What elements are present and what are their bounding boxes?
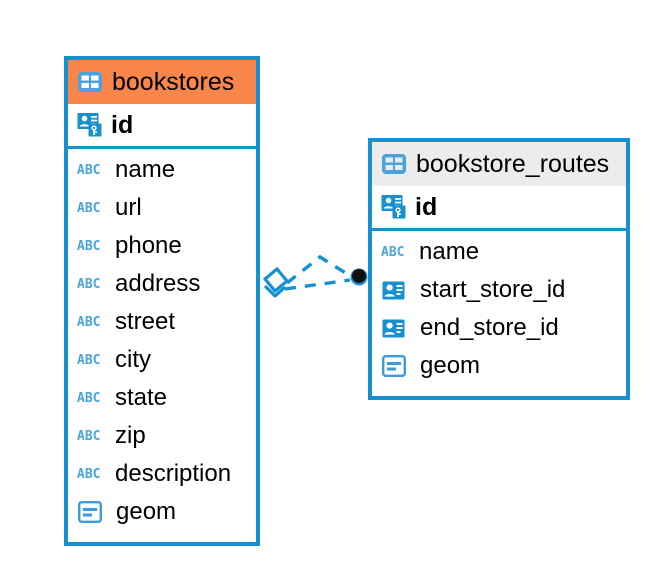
text-abc-icon: ABC: [77, 352, 101, 368]
field-row[interactable]: ABC description: [68, 455, 256, 493]
text-abc-icon: ABC: [77, 314, 101, 330]
geometry-icon: [77, 501, 108, 523]
text-abc-icon: ABC: [77, 238, 101, 254]
field-label: url: [115, 194, 142, 221]
diamond-endpoint[interactable]: [263, 267, 289, 298]
foreign-key-icon: [381, 319, 412, 338]
primary-key-icon: [381, 194, 407, 220]
text-abc-icon: ABC: [381, 244, 405, 260]
field-row[interactable]: start_store_id: [372, 271, 626, 309]
relationship-line-upper: [285, 254, 353, 285]
filled-circle-endpoint[interactable]: [350, 268, 368, 286]
field-label: address: [115, 270, 201, 297]
entity-title: bookstores: [112, 67, 235, 96]
field-row[interactable]: ABC phone: [68, 227, 256, 265]
table-icon: [77, 71, 103, 93]
table-icon: [381, 153, 407, 175]
primary-key-label: id: [111, 110, 134, 139]
field-label: city: [115, 346, 151, 373]
field-list-bookstores: ABC name ABC url ABC phone ABC address A…: [68, 149, 256, 531]
field-label: phone: [115, 232, 182, 259]
field-row[interactable]: geom: [68, 493, 256, 531]
entity-header-bookstore-routes[interactable]: bookstore_routes: [372, 142, 626, 186]
geometry-icon: [381, 355, 412, 377]
text-abc-icon: ABC: [77, 466, 101, 482]
text-abc-icon: ABC: [77, 428, 101, 444]
field-label: street: [115, 308, 176, 335]
field-row[interactable]: ABC street: [68, 303, 256, 341]
entity-title: bookstore_routes: [416, 149, 610, 178]
entity-header-bookstores[interactable]: bookstores: [68, 60, 256, 104]
text-abc-icon: ABC: [77, 200, 101, 216]
field-label: geom: [420, 352, 481, 379]
field-label: zip: [115, 422, 146, 449]
primary-key-label: id: [415, 192, 438, 221]
field-label: description: [115, 460, 232, 487]
foreign-key-icon: [381, 281, 412, 300]
field-row[interactable]: ABC city: [68, 341, 256, 379]
entity-table-bookstores[interactable]: bookstores id: [64, 56, 260, 546]
field-row[interactable]: geom: [372, 347, 626, 385]
field-row[interactable]: ABC zip: [68, 417, 256, 455]
primary-key-icon: [77, 112, 103, 138]
field-row[interactable]: ABC address: [68, 265, 256, 303]
field-label: start_store_id: [420, 276, 566, 303]
field-row[interactable]: ABC state: [68, 379, 256, 417]
field-label: geom: [116, 498, 177, 525]
field-list-bookstore-routes: ABC name start_store_id: [372, 231, 626, 385]
field-row[interactable]: end_store_id: [372, 309, 626, 347]
text-abc-icon: ABC: [77, 162, 101, 178]
primary-key-row-bookstore-routes[interactable]: id: [372, 186, 626, 231]
text-abc-icon: ABC: [77, 390, 101, 406]
text-abc-icon: ABC: [77, 276, 101, 292]
entity-table-bookstore-routes[interactable]: bookstore_routes id: [368, 138, 630, 400]
field-label: name: [115, 156, 176, 183]
field-row[interactable]: ABC name: [372, 233, 626, 271]
field-label: end_store_id: [420, 314, 559, 341]
field-label: state: [115, 384, 168, 411]
field-row[interactable]: ABC url: [68, 189, 256, 227]
field-label: name: [419, 238, 480, 265]
primary-key-row-bookstores[interactable]: id: [68, 104, 256, 149]
field-row[interactable]: ABC name: [68, 151, 256, 189]
relationship-line-lower: [284, 278, 351, 291]
